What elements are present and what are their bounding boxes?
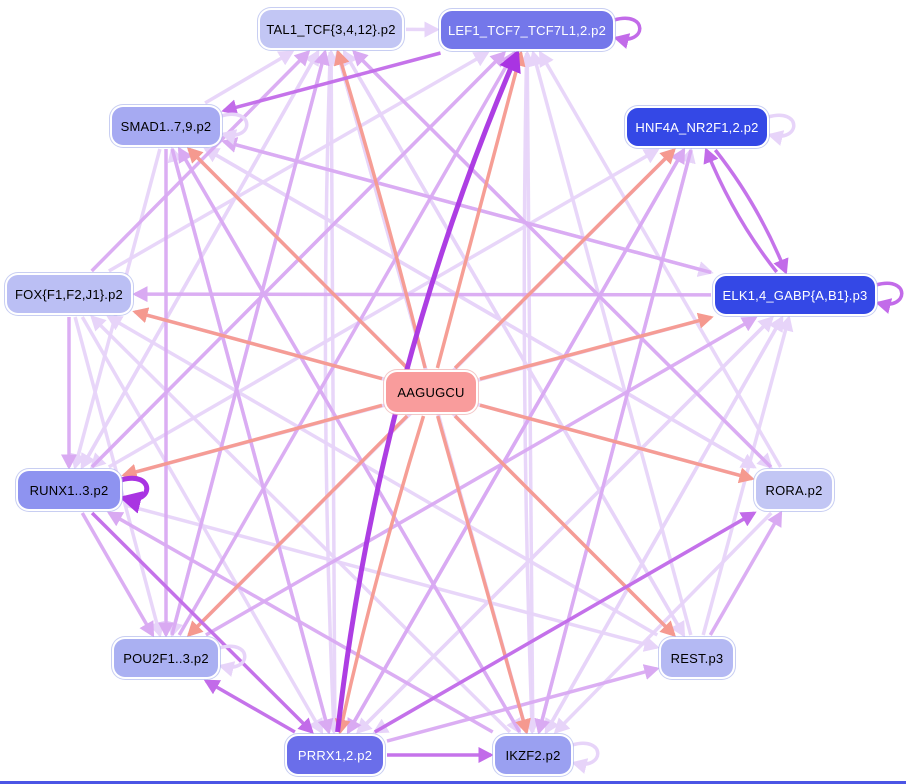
edge-REST-RORA [708, 510, 783, 636]
node-label: RUNX1..3.p2 [29, 482, 109, 498]
edge-LEF1-IKZF2 [522, 52, 540, 735]
node-AAGUGCU[interactable]: AAGUGCU [386, 372, 476, 412]
edge-AAGUGCU-POU2F [186, 414, 409, 637]
self-loop-LEF1 [613, 16, 642, 49]
edge-AAGUGCU-LEF1 [435, 50, 526, 369]
edge-AAGUGCU-SMAD [186, 147, 409, 370]
edge-RUNX-PRRX [90, 511, 314, 734]
edge-ELK-FOX [132, 286, 712, 303]
node-label: AAGUGCU [397, 384, 465, 400]
self-loop-RUNX [119, 475, 150, 514]
node-label: LEF1_TCF7_TCF7L1,2.p2 [447, 22, 607, 38]
edge-AAGUGCU-IKZF2 [436, 415, 531, 735]
node-SMAD[interactable]: SMAD1..7,9.p2 [112, 107, 220, 145]
node-POU2F[interactable]: POU2F1..3.p2 [114, 639, 218, 677]
edge-PRRX-REST [386, 664, 660, 743]
self-loop-HNF4A [767, 113, 796, 146]
node-TAL1[interactable]: TAL1_TCF{3,4,12}.p2 [260, 10, 402, 48]
edge-IKZF2-SMAD [177, 146, 522, 733]
edge-PRRX-POU2F [203, 679, 296, 734]
node-label: TAL1_TCF{3,4,12}.p2 [266, 21, 396, 37]
edge-ELK-HNF4A [703, 147, 779, 274]
edge-RUNX-POU2F [80, 512, 155, 638]
node-ELK[interactable]: ELK1,4_GABP{A,B1}.p3 [715, 276, 875, 314]
node-LEF1[interactable]: LEF1_TCF7_TCF7L1,2.p2 [441, 11, 613, 49]
node-label: REST.p3 [670, 650, 724, 666]
node-label: ELK1,4_GABP{A,B1}.p3 [722, 287, 868, 303]
node-label: IKZF2.p2 [505, 747, 561, 763]
node-label: FOX{F1,F2,J1}.p2 [15, 286, 123, 302]
edge-TAL1-REST [342, 51, 686, 638]
node-HNF4A[interactable]: HNF4A_NR2F1,2.p2 [627, 108, 767, 146]
node-PRRX[interactable]: PRRX1,2.p2 [287, 736, 383, 774]
node-REST[interactable]: REST.p3 [661, 639, 733, 677]
node-IKZF2[interactable]: IKZF2.p2 [495, 736, 571, 774]
edge-LEF1-SMAD [221, 51, 441, 116]
node-label: PRRX1,2.p2 [297, 747, 373, 763]
self-loop-IKZF2 [571, 741, 600, 774]
self-loop-SMAD [220, 112, 249, 145]
node-label: POU2F1..3.p2 [123, 650, 209, 666]
edge-AAGUGCU-REST [453, 414, 676, 637]
edge-HNF4A-PRRX [346, 149, 686, 735]
edge-AAGUGCU-RORA [479, 403, 755, 484]
edge-IKZF2-LEF1 [519, 50, 536, 733]
edge-HNF4A-ELK [713, 148, 789, 275]
edge-POU2F-ELK [205, 316, 758, 637]
node-label: SMAD1..7,9.p2 [120, 118, 212, 134]
edge-PRRX-TAL1 [323, 49, 340, 733]
edge-SMAD-RORA [204, 147, 757, 469]
node-RORA[interactable]: RORA.p2 [756, 471, 832, 509]
edge-POU2F-LEF1 [177, 50, 516, 636]
edge-AAGUGCU-FOX [132, 307, 383, 381]
self-loop-POU2F [218, 644, 247, 677]
edge-AAGUGCU-TAL1 [333, 49, 427, 369]
node-FOX[interactable]: FOX{F1,F2,J1}.p2 [7, 275, 131, 313]
window-bottom-border [0, 781, 906, 784]
edge-ELK-IKZF2 [544, 317, 784, 735]
self-loop-ELK [875, 281, 904, 314]
edge-TAL1-PRRX [323, 51, 342, 735]
edge-SMAD-TAL1 [204, 50, 295, 105]
node-label: HNF4A_NR2F1,2.p2 [635, 119, 759, 135]
node-RUNX[interactable]: RUNX1..3.p2 [18, 471, 120, 509]
edge-RUNX-REST [123, 503, 660, 652]
edge-AAGUGCU-PRRX [334, 415, 426, 735]
edge-PRRX-RORA [373, 511, 757, 734]
edge-AAGUGCU-RUNX [121, 403, 383, 480]
edge-AAGUGCU-ELK [479, 312, 714, 381]
edge-TAL1-RUNX [80, 51, 320, 470]
edge-ELK-SMAD [221, 137, 712, 275]
edge-RUNX-HNF4A [107, 148, 660, 469]
node-label: RORA.p2 [765, 482, 823, 498]
edge-AAGUGCU-HNF4A [453, 148, 676, 370]
